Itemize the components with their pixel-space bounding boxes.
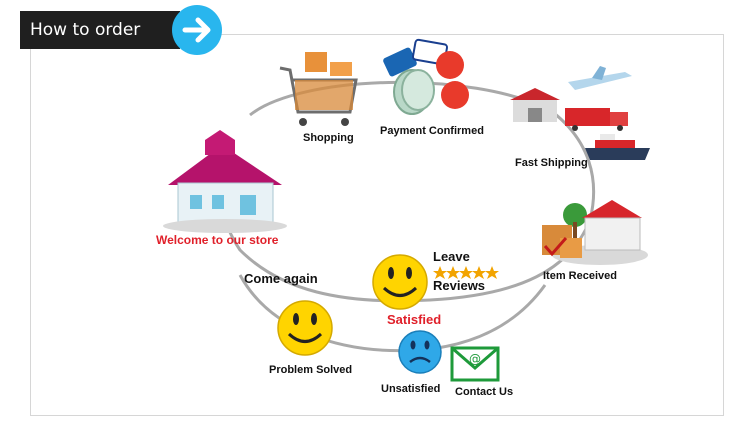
reviews-label: Reviews [433, 278, 486, 293]
unsatisfied-face-icon [398, 330, 442, 374]
unsatisfied-label: Unsatisfied [381, 383, 441, 395]
problem-solved-smiley-icon [277, 300, 333, 356]
problem-solved-label: Problem Solved [269, 364, 353, 376]
header-title: How to order [30, 20, 141, 40]
truck-icon [565, 108, 628, 131]
contact-us-label[interactable]: Contact Us [455, 386, 514, 398]
received-house-icon [542, 200, 648, 265]
ship-icon [585, 134, 650, 160]
svg-text:@: @ [469, 352, 481, 366]
house-icon [163, 130, 287, 233]
warehouse-icon [510, 88, 560, 122]
come-again-label: Come again [244, 271, 318, 286]
arrow-right-icon[interactable] [172, 5, 222, 55]
airplane-icon [568, 66, 632, 90]
welcome-label: Welcome to our store [156, 233, 279, 247]
leave-label: Leave [433, 249, 470, 264]
satisfied-smiley-icon [372, 254, 428, 310]
satisfied-label: Satisfied [387, 312, 442, 327]
section-header: How to order [20, 11, 180, 49]
shopping-cart-icon [279, 52, 358, 126]
envelope-icon: @ [450, 346, 500, 382]
payment-cards-icon [383, 38, 469, 115]
shipping-label: Fast Shipping [515, 157, 588, 169]
shopping-label: Shopping [303, 132, 354, 144]
received-label: Item Received [543, 270, 617, 282]
rating-stars-icon [433, 266, 499, 279]
payment-label: Payment Confirmed [380, 125, 484, 137]
